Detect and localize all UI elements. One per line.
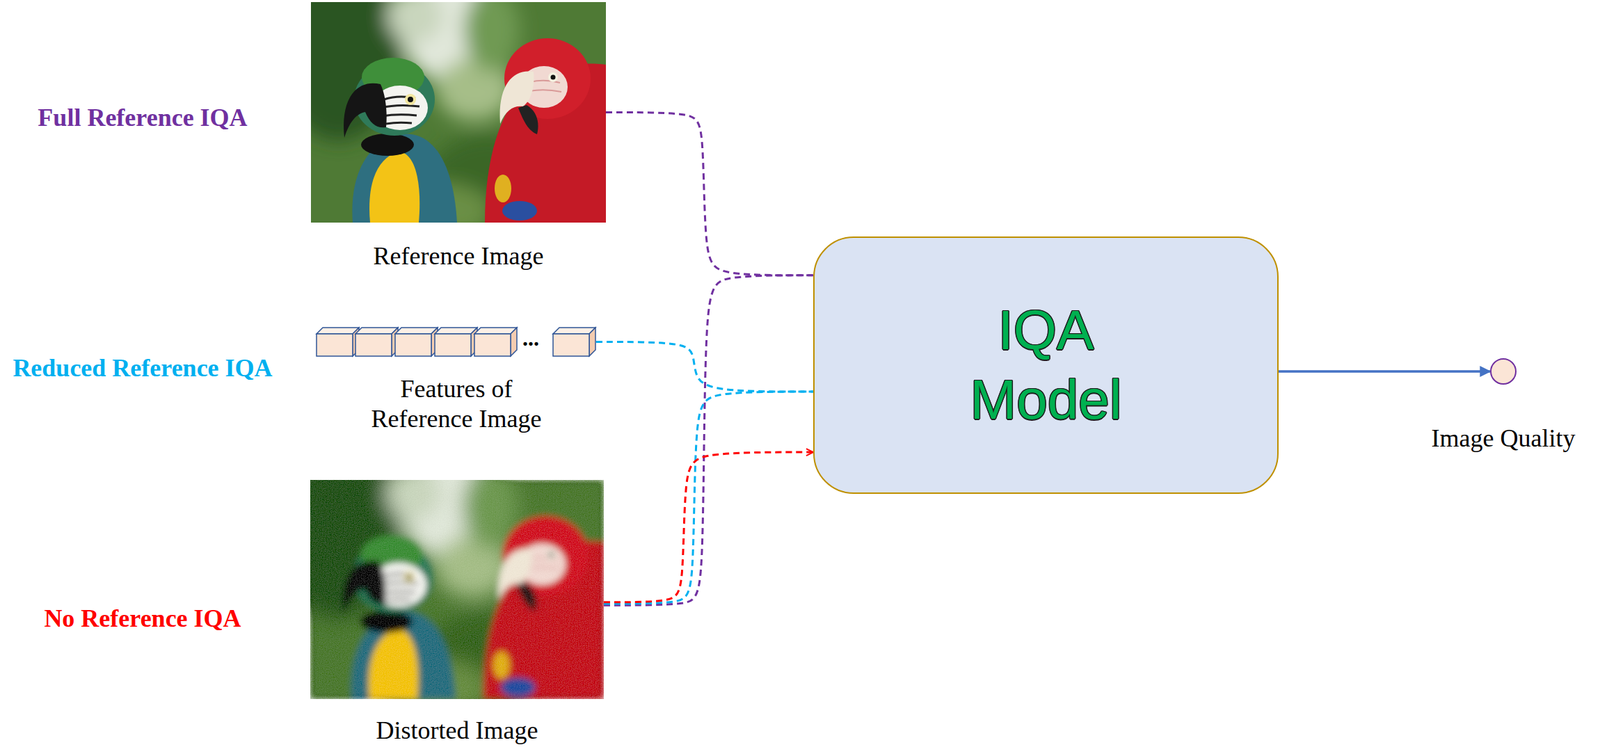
category-label: Full Reference IQA [37, 102, 247, 133]
output-arrow [1278, 370, 1491, 373]
distorted-photo [310, 480, 604, 700]
feature-cubes [316, 327, 596, 357]
full-reference-connector [605, 112, 814, 276]
feature-cube [434, 327, 478, 357]
ellipsis-mark: ... [522, 324, 540, 352]
model-box: IQA Model [813, 236, 1279, 494]
reference-image-panel: Reference Image [310, 2, 606, 223]
image-caption: Distorted Image [376, 715, 539, 746]
no-reference-connector [603, 452, 814, 603]
feature-cube [553, 327, 596, 357]
image-caption: Features of Reference Image [358, 374, 554, 435]
reference-photo [276, 0, 606, 239]
feature-cube [355, 327, 398, 357]
distorted-photo [310, 480, 604, 700]
full-reference-connector [603, 275, 814, 606]
feature-vector: Features of Reference Image [316, 327, 597, 357]
reduced-reference-connector [603, 391, 814, 604]
reference-photo [310, 2, 606, 223]
category-label: Reduced Reference IQA [12, 353, 272, 384]
quality-circle: Image Quality [1490, 358, 1517, 385]
image-caption: Reference Image [373, 241, 544, 272]
model-label: IQA Model [955, 295, 1137, 435]
feature-cube [316, 327, 359, 357]
feature-cube [474, 327, 517, 357]
distorted-photo [275, 438, 604, 715]
feature-cube [395, 327, 438, 357]
output-caption: Image Quality [1431, 423, 1576, 454]
reference-photo [310, 2, 606, 223]
distorted-image-panel: Distorted Image [310, 480, 604, 700]
category-label: No Reference IQA [43, 603, 241, 634]
